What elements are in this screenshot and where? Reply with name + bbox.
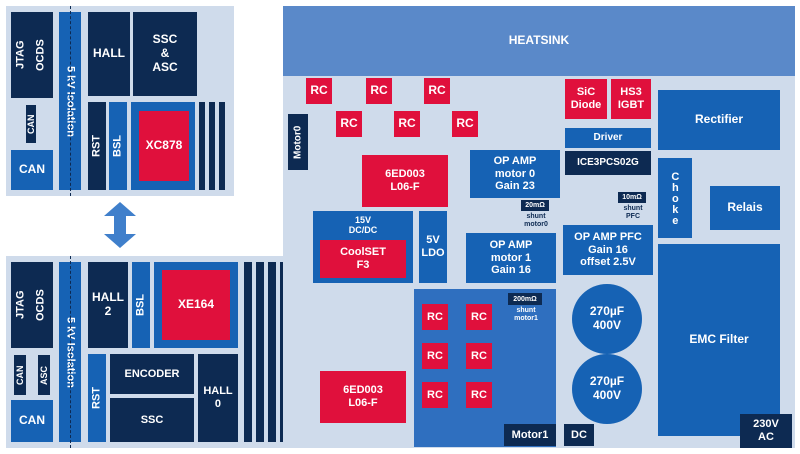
coolset-f3: CoolSET F3 xyxy=(320,240,406,278)
top-hall: HALL xyxy=(88,12,130,96)
shunt-pfc-label: shunt PFC xyxy=(623,205,643,220)
bottom-can-block: CAN xyxy=(11,400,53,442)
shunt-motor1-label: shunt motor1 xyxy=(514,307,538,322)
rc-snubber: RC xyxy=(366,78,392,104)
top-connector-stripe-3 xyxy=(219,102,225,190)
bottom-asc-small: ASC xyxy=(38,355,50,395)
bottom-bsl: BSL xyxy=(132,262,150,348)
opamp-pfc: OP AMP PFC Gain 16 offset 2.5V xyxy=(563,225,653,275)
rc-snubber: RC xyxy=(306,78,332,104)
bottom-isolation-dash xyxy=(70,256,71,448)
opamp-motor0: OP AMP motor 0 Gain 23 xyxy=(470,150,560,198)
relais: Relais xyxy=(710,186,780,230)
shunt-motor0-label: shunt motor0 xyxy=(524,213,548,228)
sic-diode: SiC Diode xyxy=(565,79,607,119)
bottom-jtag-ocds-block xyxy=(11,262,53,348)
motor1-connector: Motor1 xyxy=(504,424,556,446)
rc-snubber: RC xyxy=(422,304,448,330)
bottom-can-small: CAN xyxy=(14,355,26,395)
top-rst: RST xyxy=(88,102,106,190)
opamp-motor1: OP AMP motor 1 Gain 16 xyxy=(466,233,556,283)
rc-snubber: RC xyxy=(336,111,362,137)
rectifier: Rectifier xyxy=(658,90,780,150)
top-ocds-label: OCDS xyxy=(34,39,47,71)
top-jtag-ocds-block xyxy=(11,12,53,98)
bottom-connector-stripe-2 xyxy=(256,262,264,442)
dc-connector: DC xyxy=(564,424,594,446)
bottom-hall2: HALL 2 xyxy=(88,262,128,348)
bottom-ocds-label: OCDS xyxy=(34,289,47,321)
top-bsl: BSL xyxy=(109,102,127,190)
shunt-pfc-value: 10mΩ xyxy=(618,192,646,203)
top-connector-stripe-1 xyxy=(199,102,205,190)
ldo-5v: 5V LDO xyxy=(419,211,447,283)
bulk-capacitor-1: 270µF 400V xyxy=(572,284,642,354)
bottom-hall0: HALL 0 xyxy=(198,354,238,442)
bottom-encoder: ENCODER xyxy=(110,354,194,394)
heatsink: HEATSINK xyxy=(283,6,795,76)
bulk-capacitor-2: 270µF 400V xyxy=(572,354,642,424)
swap-arrow-icon xyxy=(104,202,136,248)
motor0-connector: Motor0 xyxy=(288,114,308,170)
rc-snubber: RC xyxy=(424,78,450,104)
bottom-ssc: SSC xyxy=(110,398,194,442)
bottom-connector-stripe-1 xyxy=(244,262,252,442)
top-connector-stripe-2 xyxy=(209,102,215,190)
bottom-mcu-chip: XE164 xyxy=(162,270,230,340)
rc-snubber: RC xyxy=(466,382,492,408)
bottom-connector-stripe-3 xyxy=(268,262,276,442)
shunt-motor0-value: 20mΩ xyxy=(521,200,549,211)
top-can-small: CAN xyxy=(26,105,36,143)
ac-230v-connector: 230V AC xyxy=(740,414,792,448)
rc-snubber: RC xyxy=(452,111,478,137)
rc-snubber: RC xyxy=(466,304,492,330)
bottom-rst: RST xyxy=(88,354,106,442)
bottom-jtag-label: JTAG xyxy=(14,290,27,320)
gate-driver-6ed003-top: 6ED003 L06-F xyxy=(362,155,448,207)
shunt-motor1-value: 200mΩ xyxy=(508,293,542,305)
top-isolation-dash xyxy=(70,6,71,196)
dcdc-15v: 15V DC/DC xyxy=(348,214,378,235)
rc-snubber: RC xyxy=(422,343,448,369)
rc-snubber: RC xyxy=(422,382,448,408)
rc-snubber: RC xyxy=(466,343,492,369)
pfc-controller-ice3pcs02g: ICE3PCS02G xyxy=(565,151,651,175)
top-jtag-label: JTAG xyxy=(14,40,27,70)
gate-driver-6ed003-bottom: 6ED003 L06-F xyxy=(320,371,406,423)
top-can-block: CAN xyxy=(11,150,53,190)
emc-filter: EMC Filter xyxy=(658,244,780,436)
top-mcu-chip: XC878 xyxy=(139,111,189,181)
rc-snubber: RC xyxy=(394,111,420,137)
hs3-igbt: HS3 IGBT xyxy=(611,79,651,119)
choke: Choke xyxy=(658,158,692,238)
pfc-driver: Driver xyxy=(565,128,651,148)
choke-label: Choke xyxy=(669,170,682,226)
top-ssc-asc: SSC & ASC xyxy=(133,12,197,96)
